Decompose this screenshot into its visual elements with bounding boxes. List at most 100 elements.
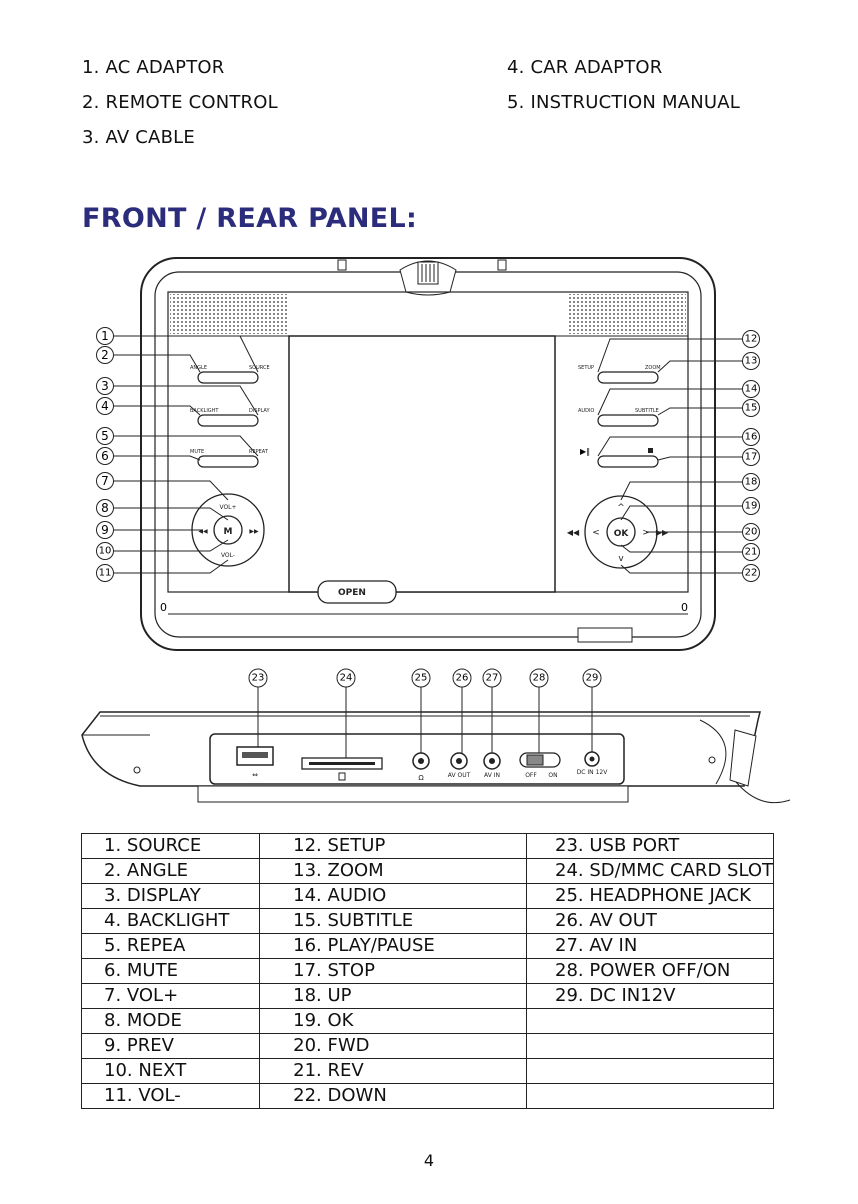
mode-button-label: M (224, 527, 233, 537)
table-cell (526, 1008, 774, 1034)
table-row: 1. SOURCE 12. SETUP 23. USB PORT (80, 833, 774, 859)
prev-icon: ◀◀ (198, 528, 208, 535)
accessory-5: 5. INSTRUCTION MANUAL (507, 92, 741, 113)
table-cell: 15. SUBTITLE (259, 908, 527, 934)
table-cell: 29. DC IN12V (526, 983, 774, 1009)
callout-7: 7 (101, 474, 109, 488)
vol-minus-label: VOL- (221, 552, 235, 559)
setup-label: SETUP (578, 365, 594, 371)
table-cell: 12. SETUP (259, 833, 527, 859)
callout-24: 24 (340, 673, 353, 684)
table-cell: 10. NEXT (80, 1058, 261, 1084)
down-icon: v (618, 554, 624, 564)
table-row: 8. MODE 19. OK (80, 1008, 774, 1034)
table-cell: 6. MUTE (80, 958, 261, 984)
callout-13: 13 (745, 356, 758, 367)
accessory-3: 3. AV CABLE (82, 127, 195, 148)
table-cell: 18. UP (259, 983, 527, 1009)
stop-icon (648, 448, 653, 453)
callout-16: 16 (745, 432, 758, 443)
callout-22: 22 (745, 568, 758, 579)
callout-27: 27 (486, 673, 499, 684)
rewind-icon: ◀◀ (567, 528, 580, 537)
table-cell: 28. POWER OFF/ON (526, 958, 774, 984)
table-cell: 19. OK (259, 1008, 527, 1034)
zoom-label: ZOOM (645, 365, 661, 371)
callout-18: 18 (745, 477, 758, 488)
table-cell: 17. STOP (259, 958, 527, 984)
repeat-label: REPEAT (249, 449, 269, 455)
on-label: ON (548, 772, 557, 779)
callout-19: 19 (745, 501, 758, 512)
table-row: 11. VOL- 22. DOWN (80, 1083, 774, 1109)
left-marker-icon: 0 (160, 601, 167, 614)
callout-4: 4 (101, 399, 109, 413)
table-cell (526, 1058, 774, 1084)
subtitle-label: SUBTITLE (635, 408, 659, 414)
callout-8: 8 (101, 501, 109, 515)
table-cell: 5. REPEA (80, 933, 261, 959)
table-row: 4. BACKLIGHT 15. SUBTITLE 26. AV OUT (80, 908, 774, 934)
source-label: SOURCE (249, 365, 270, 371)
table-row: 5. REPEA 16. PLAY/PAUSE 27. AV IN (80, 933, 774, 959)
callout-28: 28 (533, 673, 546, 684)
table-cell: 22. DOWN (259, 1083, 527, 1109)
table-cell: 7. VOL+ (80, 983, 261, 1009)
callout-6: 6 (101, 449, 109, 463)
table-cell: 26. AV OUT (526, 908, 774, 934)
section-heading: FRONT / REAR PANEL: (82, 203, 418, 234)
accessory-4: 4. CAR ADAPTOR (507, 57, 663, 78)
accessory-2: 2. REMOTE CONTROL (82, 92, 278, 113)
parts-table: 1. SOURCE 12. SETUP 23. USB PORT 2. ANGL… (80, 833, 774, 1109)
callout-17: 17 (745, 452, 758, 463)
table-row: 2. ANGLE 13. ZOOM 24. SD/MMC CARD SLOT (80, 858, 774, 884)
table-cell: 25. HEADPHONE JACK (526, 883, 774, 909)
display-label: DISPLAY (249, 408, 270, 414)
table-row: 9. PREV 20. FWD (80, 1033, 774, 1059)
callout-1: 1 (101, 329, 109, 343)
table-cell: 3. DISPLAY (80, 883, 261, 909)
table-cell (526, 1033, 774, 1059)
table-cell: 9. PREV (80, 1033, 261, 1059)
audio-label: AUDIO (578, 408, 594, 414)
callout-11: 11 (99, 568, 112, 579)
dc-in-label: DC IN 12V (577, 769, 609, 776)
up-icon: ^ (617, 503, 625, 513)
table-row: 3. DISPLAY 14. AUDIO 25. HEADPHONE JACK (80, 883, 774, 909)
callout-26: 26 (456, 673, 469, 684)
callout-12: 12 (745, 334, 758, 345)
table-cell: 16. PLAY/PAUSE (259, 933, 527, 959)
callout-10: 10 (99, 546, 112, 557)
vol-plus-label: VOL+ (219, 504, 236, 511)
off-label: OFF (525, 772, 537, 779)
table-cell: 1. SOURCE (80, 833, 261, 859)
callout-29: 29 (586, 673, 599, 684)
table-cell (526, 1083, 774, 1109)
callout-2: 2 (101, 348, 109, 362)
page-number: 4 (423, 1151, 435, 1170)
angle-label: ANGLE (190, 365, 207, 371)
table-cell: 2. ANGLE (80, 858, 261, 884)
av-in-label: AV IN (484, 772, 500, 779)
table-cell: 21. REV (259, 1058, 527, 1084)
table-cell: 4. BACKLIGHT (80, 908, 261, 934)
callout-21: 21 (745, 547, 758, 558)
table-cell: 24. SD/MMC CARD SLOT (526, 858, 774, 884)
right-marker-icon: 0 (681, 601, 688, 614)
accessory-1: 1. AC ADAPTOR (82, 57, 225, 78)
sd-card-icon (338, 772, 346, 781)
callout-23: 23 (252, 673, 265, 684)
table-row: 6. MUTE 17. STOP 28. POWER OFF/ON (80, 958, 774, 984)
table-cell: 8. MODE (80, 1008, 261, 1034)
callout-5: 5 (101, 429, 109, 443)
callout-14: 14 (745, 384, 758, 395)
table-cell: 23. USB PORT (526, 833, 774, 859)
table-row: 7. VOL+ 18. UP 29. DC IN12V (80, 983, 774, 1009)
table-cell: 27. AV IN (526, 933, 774, 959)
callout-3: 3 (101, 379, 109, 393)
usb-icon: ⇔ (252, 771, 258, 779)
mute-label: MUTE (190, 449, 204, 455)
left-arrow-icon: < (592, 528, 600, 538)
headphone-icon: Ω (418, 774, 424, 782)
side-panel-diagram: ⇔ Ω AV OUT AV IN OFF ON DC IN 12V 23 24 … (81, 668, 791, 804)
